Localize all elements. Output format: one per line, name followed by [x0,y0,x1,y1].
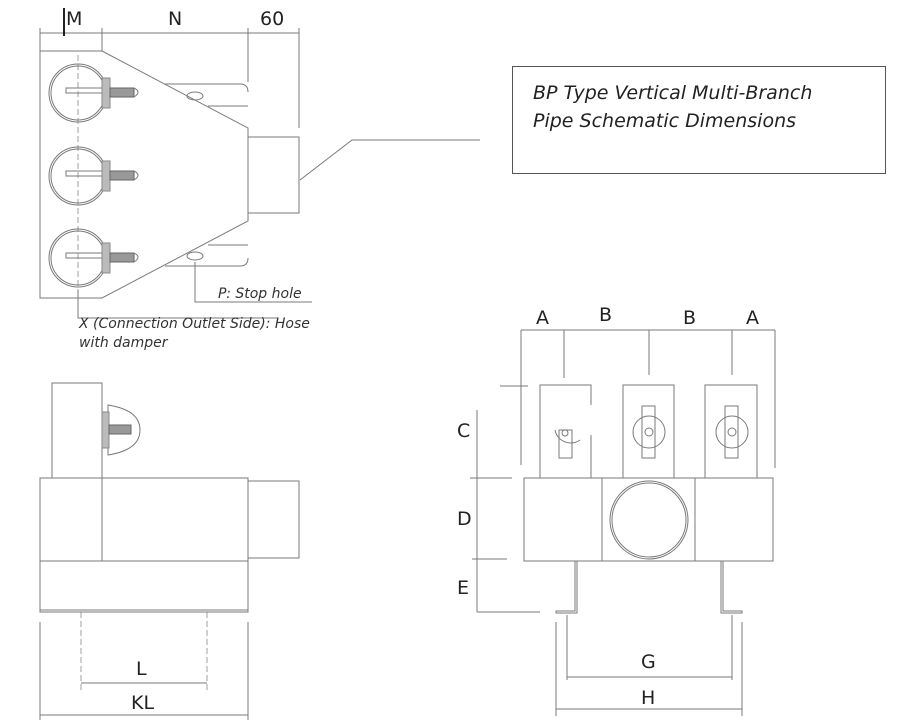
note-stop-hole: P: Stop hole [218,286,302,302]
note-outlet-line-1: X (Connection Outlet Side): Hose [78,316,310,332]
dim-c: C [457,420,470,442]
title-line-2: Pipe Schematic Dimensions [533,110,797,132]
damper-1 [554,429,581,459]
top-view: M N 60 [39,8,480,351]
dim-e: E [457,577,469,599]
dim-d: D [457,508,472,530]
front-view: A B B A C D E G H [457,304,776,716]
dim-b-right: B [683,307,696,329]
dim-60: 60 [260,8,284,30]
dim-h: H [641,687,655,709]
dim-kl: KL [131,692,154,714]
hose-with-damper-icons [48,55,139,298]
damper-2 [632,405,666,459]
hose-3 [48,228,139,288]
hose-1 [48,63,139,123]
hose-2 [48,146,139,206]
dim-g: G [641,651,656,673]
damper-3 [715,405,749,459]
dim-m: M [66,8,82,30]
dim-l: L [136,658,147,680]
dim-a-right: A [746,307,759,329]
dim-a-left: A [536,307,549,329]
title-box: BP Type Vertical Multi-Branch Pipe Schem… [512,66,886,174]
dim-n: N [168,8,182,30]
dim-b-left: B [599,304,612,326]
side-view: L KL [39,382,300,720]
note-outlet-line-2: with damper [79,335,169,351]
title-line-1: BP Type Vertical Multi-Branch [533,82,813,104]
